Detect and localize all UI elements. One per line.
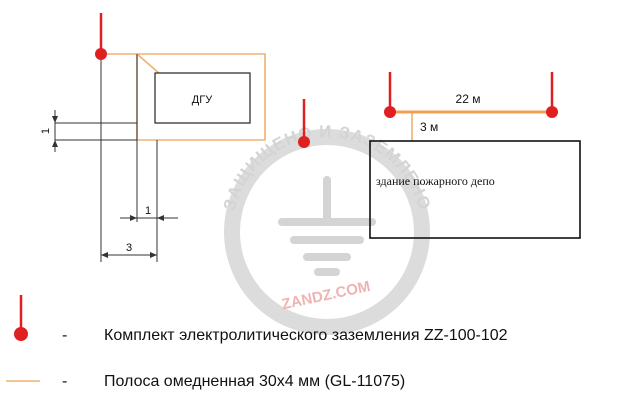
- legend-dash: -: [62, 327, 67, 344]
- dim-label-22m: 22 м: [456, 92, 481, 106]
- electrode-top-left: [95, 13, 107, 60]
- dim-label-3-horizontal: 3: [126, 242, 132, 254]
- dim-label-1-horizontal: 1: [145, 205, 151, 217]
- electrode-center: [298, 99, 310, 148]
- building-label: здание пожарного депо: [376, 174, 495, 188]
- dim-label-1-vertical: 1: [40, 128, 52, 134]
- dim-label-3m: 3 м: [420, 120, 438, 134]
- ground-symbol-icon: [278, 176, 376, 276]
- legend-text-strip: Полоса омедненная 30x4 мм (GL-11075): [104, 373, 405, 390]
- electrode-legend-icon: [14, 295, 28, 341]
- copper-strip: [101, 53, 413, 141]
- strip-diagonal: [136, 53, 161, 75]
- dimension-arrows: [52, 116, 164, 258]
- electrode-building-left: [384, 72, 396, 118]
- dgu-label: ДГУ: [192, 94, 213, 106]
- legend-text-electrode: Комплект электролитического заземления Z…: [104, 327, 508, 344]
- legend-item-electrode: - Комплект электролитического заземления…: [14, 295, 508, 344]
- legend-dash: -: [62, 373, 67, 390]
- legend-item-strip: - Полоса омедненная 30x4 мм (GL-11075): [6, 373, 405, 390]
- building-box: [369, 140, 581, 239]
- watermark: ЗАЩИЩЕНО И ЗАЗЕМЛЕНО ZANDZ.COM: [220, 122, 433, 335]
- watermark-brand: ZANDZ.COM: [280, 278, 372, 313]
- legend: - Комплект электролитического заземления…: [6, 295, 508, 390]
- dgu-box: [154, 72, 251, 124]
- electrode-building-right: [546, 72, 558, 118]
- watermark-ring: [224, 129, 430, 335]
